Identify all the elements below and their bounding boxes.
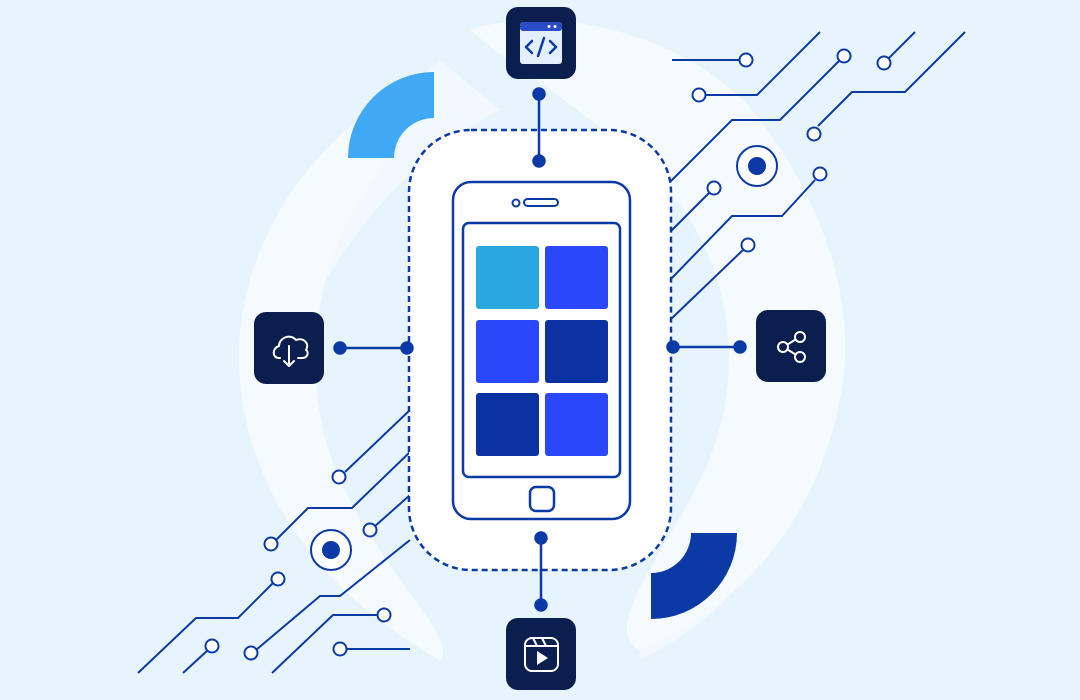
phone-home-button — [528, 485, 556, 513]
circuit-lines-left — [137, 409, 411, 674]
app-tile — [476, 246, 539, 309]
share-icon — [777, 331, 806, 363]
cloud-download-icon-badge[interactable] — [254, 312, 324, 384]
video-play-icon — [524, 637, 559, 672]
app-tile — [476, 393, 539, 456]
connectors — [333, 87, 747, 612]
phone-speaker — [523, 198, 559, 207]
share-icon-badge[interactable] — [756, 310, 826, 382]
circuit-lines-right — [669, 31, 966, 321]
code-window-icon-badge[interactable] — [506, 7, 576, 79]
phone-camera — [511, 198, 521, 208]
sky-blue-arc — [348, 72, 434, 158]
app-tile — [545, 246, 608, 309]
app-tile — [545, 393, 608, 456]
code-window-icon — [520, 22, 562, 64]
app-tiles-grid — [476, 246, 608, 456]
navy-arc — [651, 533, 737, 619]
app-tile — [545, 320, 608, 383]
smartphone — [451, 180, 632, 521]
cloud-download-icon — [272, 335, 309, 367]
video-play-icon-badge[interactable] — [506, 618, 576, 690]
app-tile — [476, 320, 539, 383]
